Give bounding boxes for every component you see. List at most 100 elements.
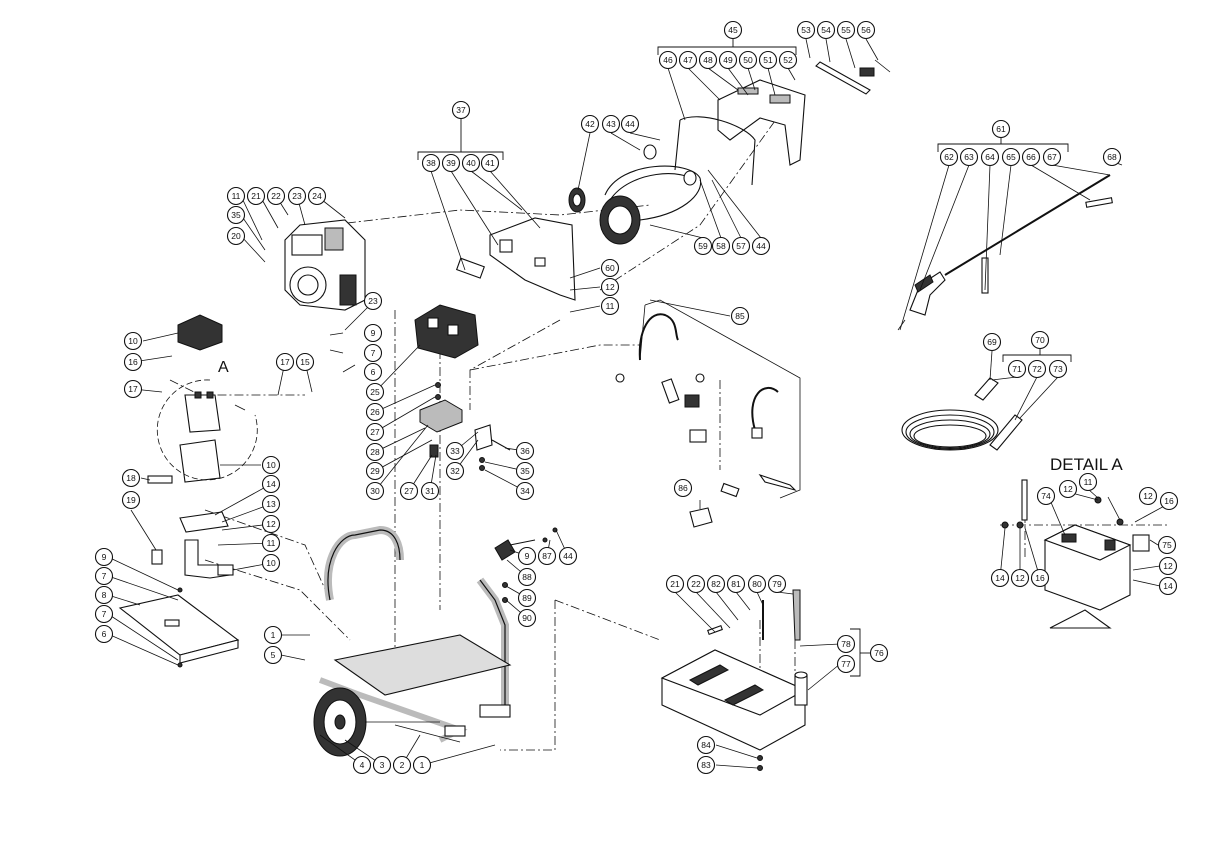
svg-text:28: 28 <box>370 447 380 457</box>
callout-21: 21 <box>665 574 685 594</box>
tag-86 <box>689 500 713 528</box>
svg-text:18: 18 <box>126 473 136 483</box>
svg-text:37: 37 <box>456 105 466 115</box>
wheel <box>313 687 440 757</box>
svg-text:7: 7 <box>102 609 107 619</box>
svg-text:58: 58 <box>716 241 726 251</box>
svg-text:77: 77 <box>841 659 851 669</box>
callout-9: 9 <box>363 323 383 343</box>
callout-35: 35 <box>226 205 246 225</box>
callout-58: 58 <box>711 236 731 256</box>
svg-text:20: 20 <box>231 231 241 241</box>
callout-60: 60 <box>600 258 620 278</box>
callout-20: 20 <box>226 226 246 246</box>
callout-5: 5 <box>263 645 283 665</box>
svg-text:73: 73 <box>1053 364 1063 374</box>
callout-16: 16 <box>123 352 143 372</box>
callout-6: 6 <box>94 624 114 644</box>
callout-81: 81 <box>726 574 746 594</box>
svg-text:14: 14 <box>1163 581 1173 591</box>
callout-38: 38 <box>421 153 441 173</box>
svg-text:26: 26 <box>370 407 380 417</box>
callout-24: 24 <box>307 186 327 206</box>
callout-11: 11 <box>261 533 281 553</box>
svg-text:44: 44 <box>756 241 766 251</box>
callout-12: 12 <box>1138 486 1158 506</box>
frame-cart <box>318 525 512 743</box>
callout-12: 12 <box>1010 568 1030 588</box>
callout-12: 12 <box>600 277 620 297</box>
svg-text:9: 9 <box>525 551 530 561</box>
svg-text:62: 62 <box>944 152 954 162</box>
callout-46: 46 <box>658 50 678 70</box>
callout-9: 9 <box>517 546 537 566</box>
callout-90: 90 <box>517 608 537 628</box>
svg-text:56: 56 <box>861 25 871 35</box>
svg-text:23: 23 <box>368 296 378 306</box>
callout-17: 17 <box>123 379 143 399</box>
svg-text:66: 66 <box>1026 152 1036 162</box>
svg-text:89: 89 <box>522 593 532 603</box>
callout-63: 63 <box>959 147 979 167</box>
callout-77: 77 <box>836 654 856 674</box>
svg-text:87: 87 <box>542 551 552 561</box>
svg-text:59: 59 <box>698 241 708 251</box>
svg-text:17: 17 <box>280 357 290 367</box>
callout-45: 45 <box>723 20 743 40</box>
svg-text:35: 35 <box>520 466 530 476</box>
svg-text:31: 31 <box>425 486 435 496</box>
belt-guard-cover <box>674 79 806 186</box>
svg-text:69: 69 <box>987 337 997 347</box>
svg-text:40: 40 <box>466 158 476 168</box>
svg-text:41: 41 <box>485 158 495 168</box>
callout-11: 11 <box>1078 472 1098 492</box>
callout-82: 82 <box>706 574 726 594</box>
svg-text:23: 23 <box>292 191 302 201</box>
svg-text:76: 76 <box>874 648 884 658</box>
svg-text:61: 61 <box>996 124 1006 134</box>
callout-11: 11 <box>226 186 246 206</box>
callout-36: 36 <box>515 441 535 461</box>
callout-14: 14 <box>990 568 1010 588</box>
callout-54: 54 <box>816 20 836 40</box>
svg-text:12: 12 <box>605 282 615 292</box>
guard-rail <box>815 59 891 95</box>
callout-27: 27 <box>365 422 385 442</box>
callout-14: 14 <box>261 474 281 494</box>
callout-68: 68 <box>1102 147 1122 167</box>
callout-52: 52 <box>778 50 798 70</box>
svg-text:75: 75 <box>1162 540 1172 550</box>
svg-text:30: 30 <box>370 486 380 496</box>
svg-text:74: 74 <box>1041 491 1051 501</box>
svg-text:79: 79 <box>772 579 782 589</box>
callout-44: 44 <box>620 114 640 134</box>
callout-16: 16 <box>1030 568 1050 588</box>
svg-text:70: 70 <box>1035 335 1045 345</box>
svg-text:45: 45 <box>728 25 738 35</box>
svg-text:16: 16 <box>128 357 138 367</box>
svg-text:54: 54 <box>821 25 831 35</box>
svg-text:32: 32 <box>450 466 460 476</box>
callout-10: 10 <box>123 331 143 351</box>
callout-84: 84 <box>696 735 716 755</box>
detail-a-title: DETAIL A <box>1050 455 1123 474</box>
svg-text:80: 80 <box>752 579 762 589</box>
fuel-tank <box>660 589 808 771</box>
callout-64: 64 <box>980 147 1000 167</box>
callout-13: 13 <box>261 494 281 514</box>
callout-34: 34 <box>515 481 535 501</box>
callout-22: 22 <box>266 186 286 206</box>
svg-text:10: 10 <box>266 460 276 470</box>
svg-text:78: 78 <box>841 639 851 649</box>
callout-66: 66 <box>1021 147 1041 167</box>
callout-74: 74 <box>1036 486 1056 506</box>
svg-text:72: 72 <box>1032 364 1042 374</box>
engine <box>284 219 366 311</box>
svg-text:15: 15 <box>300 357 310 367</box>
callout-56: 56 <box>856 20 876 40</box>
svg-text:16: 16 <box>1035 573 1045 583</box>
svg-text:27: 27 <box>404 486 414 496</box>
callout-6: 6 <box>363 362 383 382</box>
svg-text:11: 11 <box>1084 477 1093 487</box>
